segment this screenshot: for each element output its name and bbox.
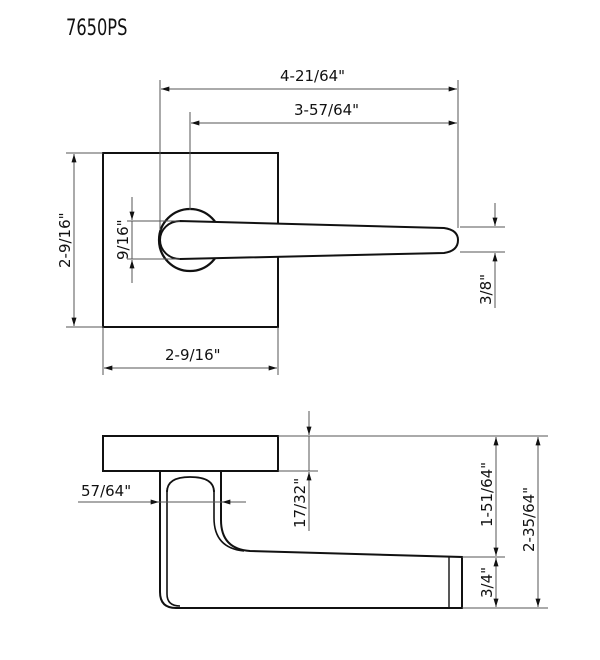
dim-lever-length-label: 3-57/64" (294, 101, 359, 119)
dim-lever-drop-label: 1-51/64" (478, 462, 496, 527)
model-number-title: 7650PS (66, 16, 128, 41)
dim-rose-thickness-label: 17/32" (291, 478, 309, 528)
dim-rose-width-label: 2-9/16" (165, 346, 221, 364)
dim-overall-length-label: 4-21/64" (280, 67, 345, 85)
lever-side-inner-top (213, 490, 245, 552)
lever-side-outer (159, 471, 463, 609)
dim-lever-tip-width-label: 3/8" (477, 274, 495, 305)
dim-stem-width-label: 57/64" (81, 482, 131, 500)
dim-lever-base-width-label: 9/16" (114, 219, 132, 260)
lever-side-inner (166, 490, 181, 607)
dim-overall-projection-label: 2-35/64" (520, 487, 538, 552)
rose-plate-side (102, 435, 279, 472)
dim-rose-height-label: 2-9/16" (56, 212, 74, 268)
dim-tip-height-label: 3/4" (478, 567, 496, 598)
side-view: 57/64" 17/32" 1-51/64" 3/4" 2-35/64" (78, 411, 548, 609)
stem-slot-arc (166, 476, 215, 493)
lever-top-profile (159, 219, 460, 261)
top-view: 4-21/64" 3-57/64" 2-9/16" 2-9/16" 9/16" … (56, 67, 505, 375)
